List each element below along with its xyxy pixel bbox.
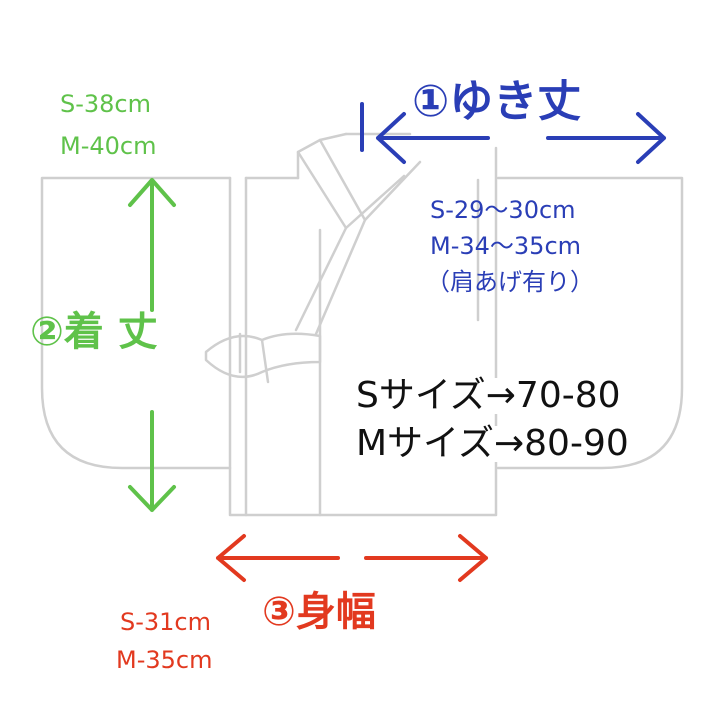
left-sleeve: [40, 176, 232, 470]
sash-bow: [204, 332, 322, 379]
yuki-arrow-left: [376, 112, 490, 164]
mihaba-title: ③身幅: [262, 589, 376, 635]
mihaba-m-label: M-35cm: [116, 646, 213, 674]
kitake-m-label: M-40cm: [60, 132, 157, 160]
sash-detail: [238, 332, 270, 384]
collar-back: [296, 132, 348, 180]
yuki-s-label: S-29〜30cm: [430, 196, 576, 224]
collar-lower: [294, 218, 367, 336]
kitake-title: ②着 丈: [30, 309, 158, 355]
kitake-arrow-up: [128, 178, 176, 312]
kitake-arrow-down: [128, 410, 176, 512]
body: [228, 146, 498, 517]
size-s-range: Sサイズ→70-80: [352, 378, 625, 414]
yuki-m-label: M-34〜35cm: [430, 232, 582, 260]
front-panel-lines: [244, 176, 322, 517]
mihaba-arrow-right: [364, 534, 488, 582]
collar-band: [296, 138, 422, 230]
yuki-arrow-right: [546, 112, 666, 164]
kitake-arrows: [128, 178, 176, 512]
mihaba-arrow-left: [216, 534, 340, 582]
shoulder-line: [244, 132, 412, 180]
mihaba-arrows: [216, 534, 488, 582]
kitake-s-label: S-38cm: [60, 90, 152, 118]
yuki-title: ①ゆき丈: [412, 76, 582, 127]
yuki-note: （肩あげ有り）: [426, 268, 594, 296]
right-sleeve: [496, 176, 684, 470]
size-m-range: Mサイズ→80-90: [352, 426, 633, 462]
yuki-arrows: [360, 102, 666, 164]
mihaba-s-label: S-31cm: [120, 608, 212, 636]
